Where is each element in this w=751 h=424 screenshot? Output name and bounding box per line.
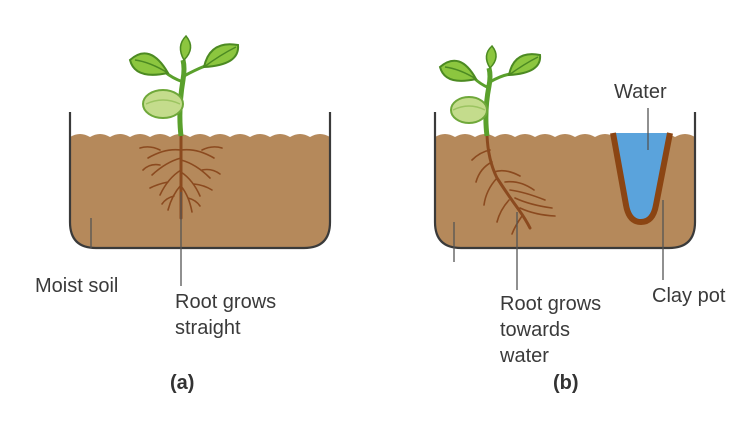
label-root-straight-2: straight <box>175 317 241 339</box>
label-water: Water <box>614 81 667 103</box>
label-root-water-2: towards <box>500 319 571 341</box>
caption-a: (a) <box>170 372 195 394</box>
seed-leaf-b <box>450 96 488 124</box>
seed-leaf-a <box>142 89 184 119</box>
leaf-top-a <box>179 34 192 62</box>
container-outline-b <box>433 112 697 250</box>
leaf-top-b <box>485 44 497 70</box>
label-root-water-1: Root grows <box>500 293 602 315</box>
seedling-a <box>128 34 240 137</box>
soil-container-a <box>70 134 330 248</box>
seedling-b <box>438 44 542 137</box>
container-outline-a <box>68 112 332 250</box>
caption-b: (b) <box>553 372 579 394</box>
label-root-straight-1: Root grows <box>175 291 277 313</box>
label-root-water-3: water <box>500 345 549 367</box>
panel-b <box>433 44 697 290</box>
root-towards-water <box>471 133 556 235</box>
panel-a <box>68 34 332 286</box>
clay-pot <box>610 132 673 225</box>
label-clay-pot: Clay pot <box>652 285 726 307</box>
label-moist-soil: Moist soil <box>35 275 119 297</box>
